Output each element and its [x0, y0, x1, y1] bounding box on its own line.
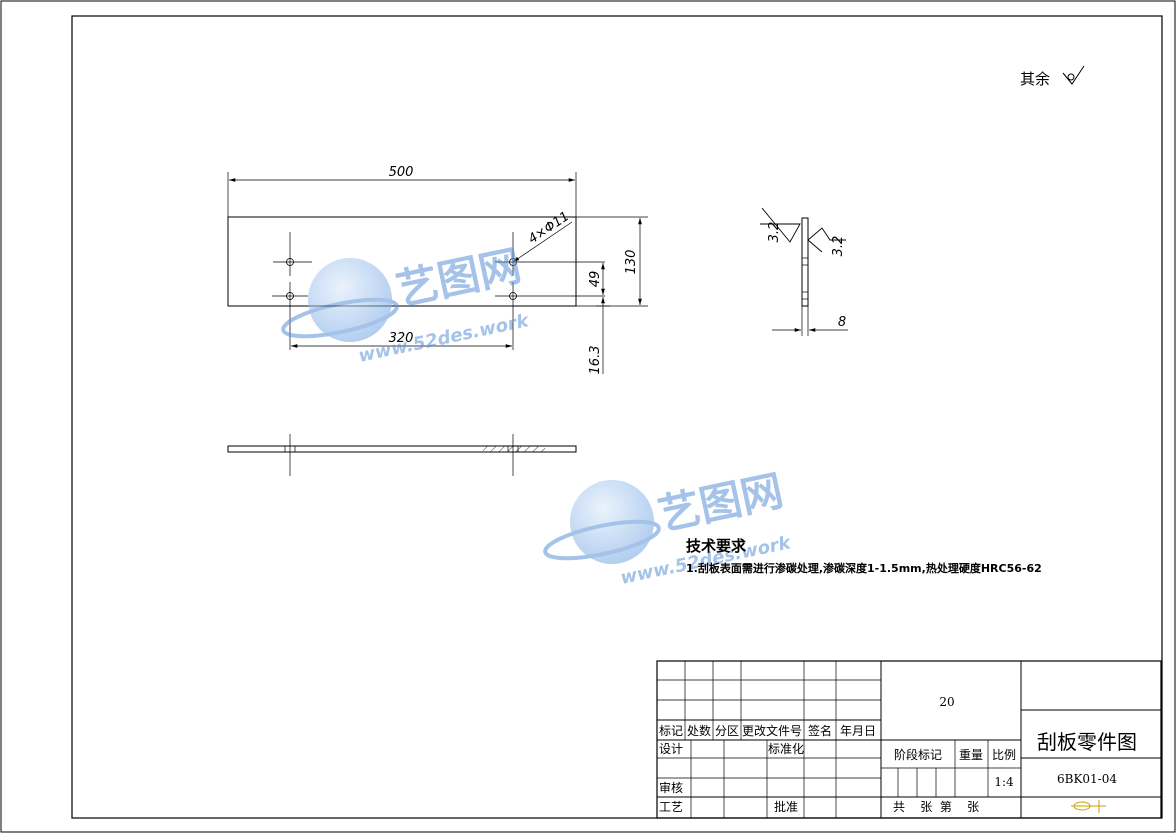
inner-frame	[71, 15, 1163, 819]
roughness-right-icon	[807, 227, 846, 253]
drawing-title: 刮板零件图	[1037, 730, 1137, 754]
surface-roughness-note: 其余	[1020, 65, 1085, 88]
stage-mark-label: 阶段标记	[894, 747, 942, 762]
roughness-symbol-icon	[1062, 65, 1085, 85]
header-signature: 签名	[808, 723, 832, 738]
dim-thickness: 8	[838, 315, 846, 330]
title-block	[656, 660, 1162, 819]
roughness-note-label: 其余	[1020, 70, 1050, 88]
quantity-value: 20	[939, 695, 954, 709]
plate-edge-outline	[227, 445, 577, 453]
roughness-left-value: 3.2	[767, 222, 782, 243]
tech-requirement-item: 1.刮板表面需进行渗碳处理,渗碳深度1-1.5mm,热处理硬度HRC56-62	[686, 561, 1042, 575]
hatched-section	[483, 446, 545, 452]
header-mark: 标记	[659, 724, 683, 738]
header-count: 处数	[687, 723, 711, 738]
roughness-left-icon	[760, 207, 801, 243]
watermark-brand: 艺图网	[392, 241, 525, 315]
scale-value: 1:4	[994, 775, 1014, 789]
scale-label: 比例	[992, 748, 1016, 762]
sheets-label: 共 张 第 张	[893, 800, 979, 814]
hole-bottom-left	[272, 282, 308, 350]
dim-length: 500	[389, 165, 414, 180]
watermark-1: 艺图网 www.52des.work	[281, 241, 531, 367]
standardize-label: 标准化	[768, 742, 804, 756]
roughness-right-value: 3.2	[831, 236, 846, 257]
review-label: 审核	[659, 780, 683, 795]
design-label: 设计	[659, 742, 683, 756]
side-view: 8 3.2 3.2	[760, 207, 848, 336]
title-block-text: 标记 处数 分区 更改文件号 签名 年月日 设计 标准化 审核 工艺 批准 20…	[659, 695, 1137, 814]
approve-label: 批准	[774, 799, 798, 814]
header-zone: 分区	[715, 724, 739, 738]
dim-edge-offset: 16.3	[588, 346, 603, 375]
watermark-brand-2: 艺图网	[654, 466, 787, 540]
hole-bottom-right	[495, 282, 605, 350]
header-date: 年月日	[840, 724, 876, 738]
dim-height: 130	[624, 250, 639, 275]
front-view	[227, 434, 577, 476]
header-change-doc: 更改文件号	[742, 723, 802, 738]
hole-callout: 4×Φ11	[526, 209, 572, 247]
tech-requirements-heading: 技术要求	[686, 537, 747, 555]
process-label: 工艺	[659, 800, 683, 814]
dim-hole-spacing-x: 320	[389, 331, 414, 346]
hole-top-left	[273, 232, 312, 276]
dim-hole-spacing-y: 49	[588, 271, 603, 288]
projection-symbol-icon	[1071, 800, 1106, 813]
plate-outline	[227, 216, 577, 307]
tech-requirements: 技术要求 1.刮板表面需进行渗碳处理,渗碳深度1-1.5mm,热处理硬度HRC5…	[686, 537, 1042, 575]
hole-callout-leader	[512, 221, 573, 263]
weight-label: 重量	[959, 748, 983, 762]
drawing-number: 6BK01-04	[1057, 772, 1117, 786]
plate-thickness-outline	[801, 217, 809, 307]
